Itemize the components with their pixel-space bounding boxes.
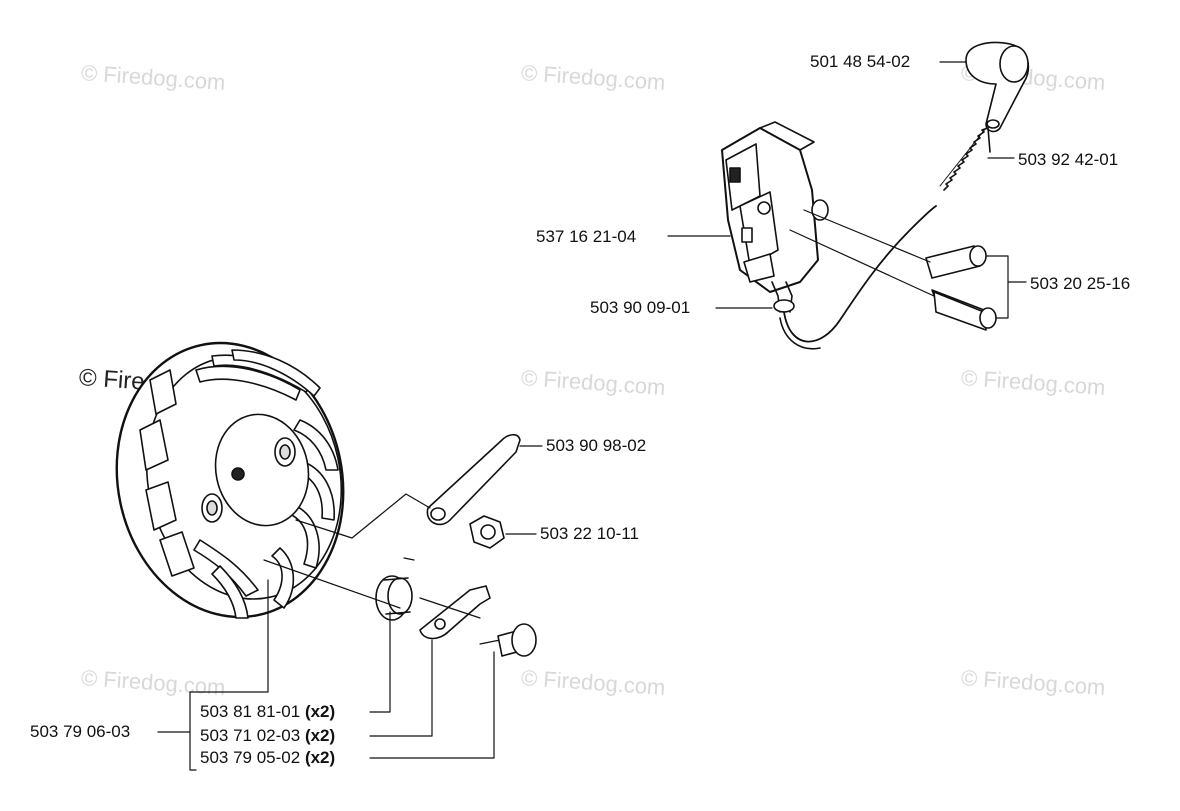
screws [925, 245, 997, 331]
callout-503790603: 503 79 06-03 [30, 722, 131, 741]
nut [469, 515, 505, 549]
callout-501485402: 501 48 54-02 [810, 52, 911, 71]
callout-503818101: 503 81 81-01 (x2) [200, 702, 335, 722]
callout-537162104: 537 16 21-04 [536, 227, 637, 246]
part-number: 503 71 02-03 [200, 726, 301, 745]
pawl [419, 585, 491, 640]
spring [939, 127, 991, 191]
callout-503909802: 503 90 98-02 [546, 436, 647, 455]
ignition-module [721, 121, 937, 350]
callout-503221011: 503 22 10-11 [540, 524, 639, 543]
part-number: 503 79 05-02 [200, 748, 301, 767]
quantity-label: (x2) [304, 702, 336, 721]
quantity-label: (x2) [304, 726, 336, 745]
spring-ring [375, 575, 413, 621]
callout-503924201: 503 92 42-01 [1018, 150, 1119, 169]
callout-503202516: 503 20 25-16 [1030, 274, 1131, 293]
spark-plug-boot [965, 41, 1030, 133]
callout-503790502: 503 79 05-02 (x2) [200, 748, 335, 768]
leader-lines [157, 61, 1027, 771]
callout-503900901: 503 90 09-01 [590, 298, 691, 317]
flywheel [115, 341, 345, 619]
pawl-arm [426, 433, 521, 526]
pin [479, 623, 537, 657]
part-number: 503 81 81-01 [200, 702, 301, 721]
quantity-label: (x2) [304, 748, 336, 767]
callout-503710203: 503 71 02-03 (x2) [200, 726, 335, 746]
